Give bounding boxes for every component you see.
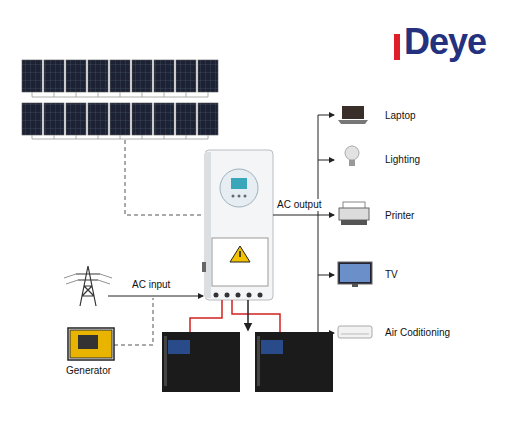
node-text: Laptop bbox=[385, 110, 416, 122]
battery-body bbox=[255, 332, 333, 392]
battery-pack bbox=[162, 332, 240, 392]
solar-panel bbox=[44, 103, 64, 135]
node-text: Generator bbox=[66, 365, 111, 377]
appliance-label: Air Coditioning bbox=[385, 327, 450, 339]
solar-panel bbox=[110, 103, 130, 135]
cable-gland bbox=[258, 293, 263, 298]
tv-icon bbox=[338, 262, 372, 284]
solar-panels-row bbox=[22, 60, 218, 97]
warning-triangle bbox=[230, 246, 250, 262]
battery-cable-negative bbox=[247, 300, 249, 330]
panel-wire bbox=[32, 92, 208, 97]
solar-panels-row bbox=[22, 103, 218, 139]
generator-label: Generator bbox=[66, 365, 111, 377]
ac-output-wire bbox=[273, 115, 318, 333]
wire-label: AC output bbox=[276, 199, 322, 211]
solar-panel bbox=[132, 60, 152, 92]
battery-cable-positive bbox=[232, 300, 280, 332]
grid-tower bbox=[64, 266, 112, 306]
solar-panel bbox=[22, 103, 42, 135]
bulb-base bbox=[349, 160, 355, 166]
generator-body bbox=[70, 330, 112, 358]
laptop-icon bbox=[342, 106, 364, 119]
solar-panel bbox=[88, 103, 108, 135]
battery-panel bbox=[261, 340, 283, 354]
printer-base bbox=[341, 220, 367, 225]
solar-panel bbox=[198, 103, 218, 135]
appliance-label: TV bbox=[385, 269, 398, 281]
tower-lines bbox=[64, 274, 112, 284]
solar-panel bbox=[176, 60, 196, 92]
inverter-screen bbox=[231, 178, 247, 189]
tv-screen bbox=[340, 264, 370, 282]
solar-panel bbox=[154, 60, 174, 92]
ac-input-wire bbox=[108, 296, 203, 297]
generator-engine bbox=[78, 335, 98, 349]
logo-title: Deye bbox=[404, 22, 486, 62]
logo-bar bbox=[394, 34, 400, 60]
panel-wire bbox=[32, 135, 208, 139]
solar-panel bbox=[66, 60, 86, 92]
inverter-button bbox=[244, 195, 247, 198]
inverter-display-ring bbox=[220, 169, 258, 207]
branch-arrow bbox=[318, 115, 334, 116]
warning-mark bbox=[239, 251, 241, 257]
generator-frame bbox=[68, 328, 114, 360]
inverter-lower-panel bbox=[212, 238, 268, 286]
node-text: Printer bbox=[385, 210, 414, 222]
inverter-switch bbox=[202, 262, 206, 272]
tower-frame bbox=[76, 266, 100, 306]
inverter-button bbox=[238, 195, 241, 198]
solar-panel bbox=[176, 103, 196, 135]
solar-panel bbox=[154, 103, 174, 135]
branch-arrow bbox=[318, 275, 334, 276]
node-text: Lighting bbox=[385, 154, 420, 166]
generator-icon bbox=[68, 328, 114, 360]
battery-cable-positive bbox=[190, 300, 222, 332]
laptop-base bbox=[338, 120, 368, 124]
hybrid-inverter bbox=[202, 150, 273, 300]
bulb-icon bbox=[345, 146, 359, 160]
branch-arrow bbox=[318, 215, 334, 216]
printer-icon bbox=[339, 208, 369, 220]
appliance-label: Printer bbox=[385, 210, 414, 222]
solar-panel bbox=[44, 60, 64, 92]
cable-gland bbox=[214, 293, 219, 298]
air-conditioner-icon bbox=[338, 326, 372, 338]
battery-handle bbox=[164, 336, 167, 386]
tv-stand bbox=[352, 284, 358, 287]
appliance-label: Laptop bbox=[385, 110, 416, 122]
solar-panel bbox=[110, 60, 130, 92]
inverter-side bbox=[205, 152, 211, 298]
pv-dashed-wire bbox=[125, 140, 203, 215]
battery-body bbox=[162, 332, 240, 392]
inverter-body bbox=[205, 150, 273, 300]
inverter-button bbox=[232, 195, 235, 198]
solar-panel bbox=[132, 103, 152, 135]
solar-panel bbox=[88, 60, 108, 92]
appliance-label: Lighting bbox=[385, 154, 420, 166]
solar-panel bbox=[66, 103, 86, 135]
battery-panel bbox=[168, 340, 190, 354]
solar-panel bbox=[22, 60, 42, 92]
battery-pack bbox=[255, 332, 333, 392]
cable-gland bbox=[247, 293, 252, 298]
battery-handle bbox=[257, 336, 260, 386]
node-text: TV bbox=[385, 269, 398, 281]
cable-gland bbox=[225, 293, 230, 298]
solar-panel bbox=[198, 60, 218, 92]
generator-dashed-wire bbox=[114, 298, 153, 345]
air-conditioner-vent bbox=[341, 334, 369, 335]
wire-label: AC input bbox=[131, 279, 171, 291]
branch-arrow bbox=[318, 160, 334, 161]
cable-gland bbox=[236, 293, 241, 298]
node-text: Air Coditioning bbox=[385, 327, 450, 339]
